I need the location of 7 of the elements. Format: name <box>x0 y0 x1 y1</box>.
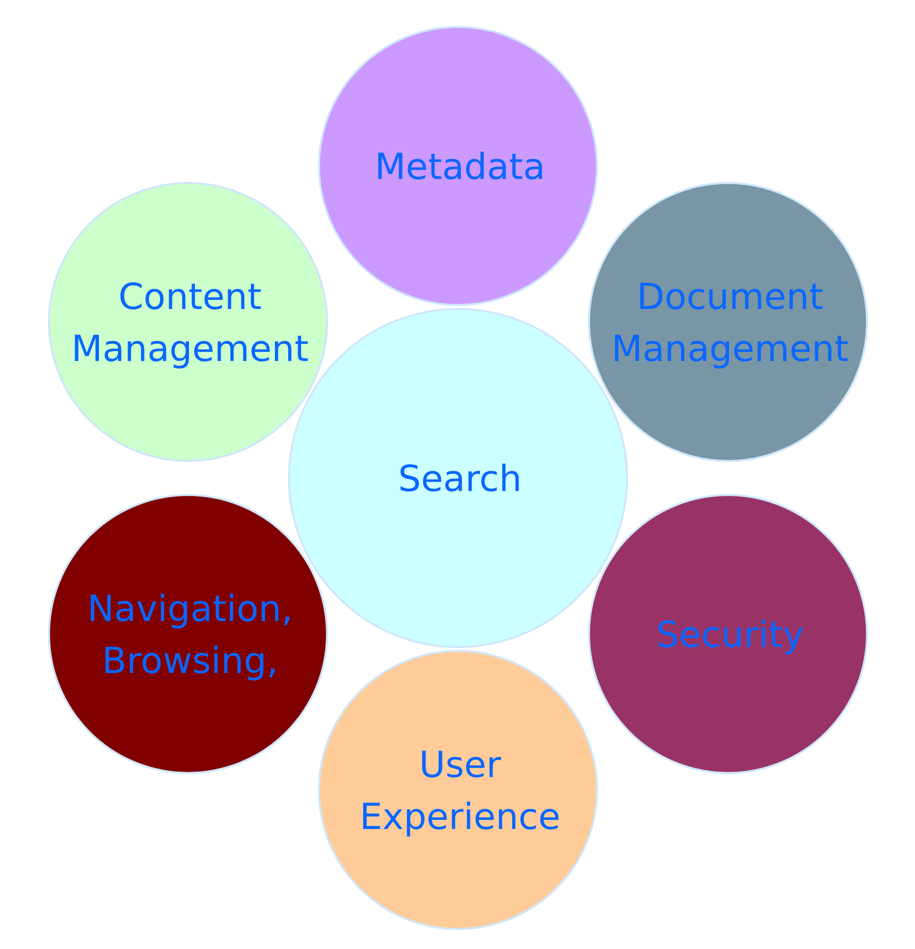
topic-label: Document Management <box>610 276 850 372</box>
topic-label: User Experience <box>358 744 562 840</box>
topic-label: Content Management <box>70 276 310 372</box>
topic-label: Navigation, Browsing, <box>86 588 294 684</box>
topic-label: Metadata <box>374 146 546 190</box>
topic-label: Security <box>655 614 805 658</box>
topic-label: Search <box>397 458 523 502</box>
